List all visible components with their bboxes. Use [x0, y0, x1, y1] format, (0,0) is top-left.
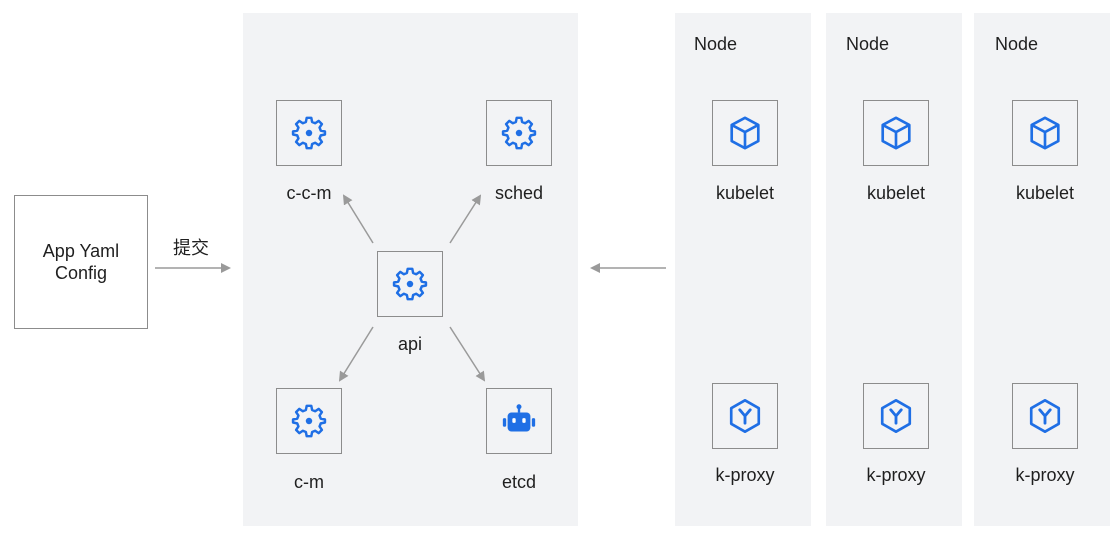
- kproxy-box: [712, 383, 778, 449]
- robot-icon: [502, 404, 536, 432]
- ccm-box: [276, 100, 342, 166]
- sched-box: [486, 100, 552, 166]
- gear-icon: [291, 404, 327, 438]
- kproxy-label: k-proxy: [1015, 465, 1075, 485]
- sched-label: sched: [494, 183, 544, 203]
- kproxy-label: k-proxy: [866, 465, 926, 485]
- kubelet-label: kubelet: [715, 183, 775, 203]
- app-box-line1: App Yaml: [42, 241, 120, 261]
- kubelet-label: kubelet: [866, 183, 926, 203]
- api-box: [377, 251, 443, 317]
- node-title: Node: [846, 34, 890, 54]
- node-title: Node: [995, 34, 1039, 54]
- cm-box: [276, 388, 342, 454]
- kubelet-label: kubelet: [1015, 183, 1075, 203]
- cube-icon: [1030, 116, 1060, 150]
- etcd-label: etcd: [501, 472, 537, 492]
- proxy-hexagon-icon: [729, 398, 761, 434]
- proxy-hexagon-icon: [880, 398, 912, 434]
- cm-label: c-m: [294, 472, 324, 492]
- node-panel-3: [974, 13, 1110, 526]
- gear-icon: [501, 116, 537, 150]
- app-box-line2: Config: [54, 263, 108, 283]
- api-label: api: [397, 334, 423, 354]
- kubelet-box: [1012, 100, 1078, 166]
- cube-icon: [881, 116, 911, 150]
- node-title: Node: [694, 34, 738, 54]
- ccm-label: c-c-m: [286, 183, 332, 203]
- app-yaml-config-box: App Yaml Config: [14, 195, 148, 329]
- gear-icon: [291, 116, 327, 150]
- kubelet-box: [712, 100, 778, 166]
- node-panel-2: [826, 13, 962, 526]
- kproxy-label: k-proxy: [715, 465, 775, 485]
- etcd-box: [486, 388, 552, 454]
- kubelet-box: [863, 100, 929, 166]
- gear-icon: [392, 267, 428, 301]
- node-panel-1: [675, 13, 811, 526]
- proxy-hexagon-icon: [1029, 398, 1061, 434]
- cube-icon: [730, 116, 760, 150]
- submit-label: 提交: [173, 238, 209, 258]
- kproxy-box: [1012, 383, 1078, 449]
- kproxy-box: [863, 383, 929, 449]
